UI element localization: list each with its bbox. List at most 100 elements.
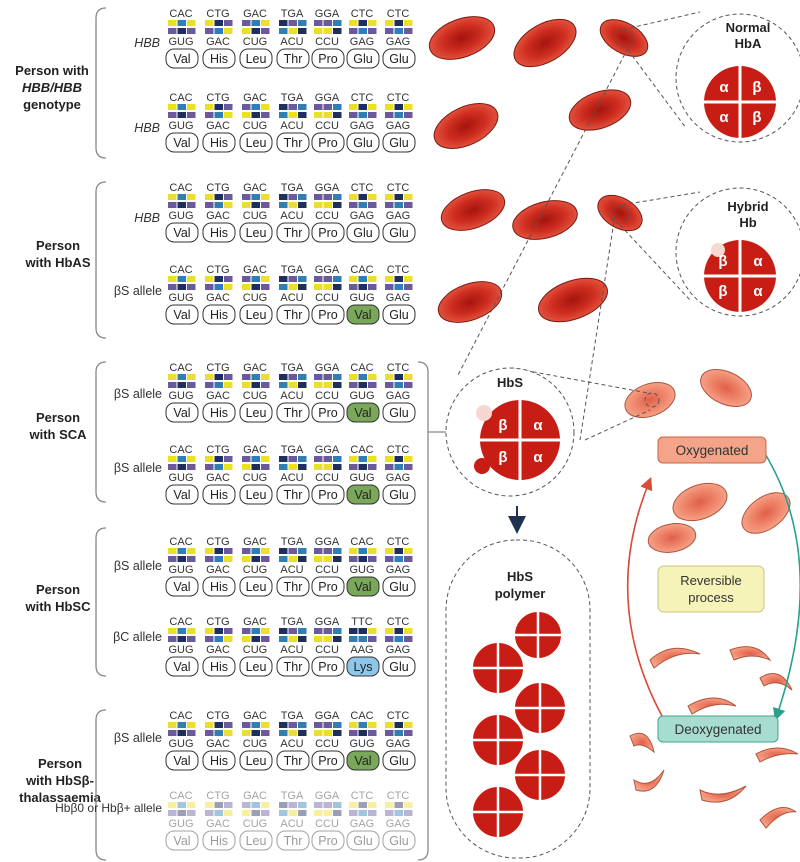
nucleotide-square (333, 556, 342, 562)
nucleotide-square (358, 802, 367, 808)
rna-codon: GAC (206, 738, 230, 750)
allele-label: βC allele (113, 630, 162, 644)
nucleotide-square (314, 628, 323, 634)
nucleotide-square (323, 464, 332, 470)
rna-codon: ACU (280, 210, 303, 222)
rbc (433, 103, 499, 149)
nucleotide-square (242, 548, 251, 554)
amino-acid-pill (311, 750, 345, 771)
nucleotide-square (394, 556, 403, 562)
amino-acid-pill (202, 222, 236, 243)
amino-acid-label: Glu (353, 136, 373, 150)
amino-acid-label: Glu (389, 488, 409, 502)
rna-codon: ACU (280, 818, 303, 830)
nucleotide-square (298, 194, 307, 200)
rna-codon: GAG (386, 738, 410, 750)
dna-codon: CTC (387, 710, 410, 722)
dna-codon: TGA (281, 536, 304, 548)
amino-acid-pill (276, 222, 310, 243)
rbc (513, 18, 577, 68)
nucleotide-square (323, 276, 332, 282)
nucleotide-square (314, 556, 323, 562)
nucleotide-square (323, 202, 332, 208)
nucleotide-square (261, 556, 270, 562)
nucleotide-square (358, 628, 367, 634)
nucleotide-square (168, 104, 177, 110)
svg-text:HBB/HBB: HBB/HBB (22, 80, 82, 95)
nucleotide-square (279, 456, 288, 462)
amino-acid-pill (346, 830, 380, 851)
svg-text:Hb: Hb (739, 215, 756, 230)
nucleotide-square (224, 730, 233, 736)
nucleotide-square (368, 636, 377, 642)
nucleotide-square (242, 722, 251, 728)
nucleotide-square (368, 284, 377, 290)
nucleotide-square (349, 722, 358, 728)
rna-codon: GUG (349, 738, 374, 750)
nucleotide-square (288, 28, 297, 34)
nucleotide-square (358, 464, 367, 470)
nucleotide-square (349, 802, 358, 808)
amino-acid-label: Lys (354, 660, 373, 674)
dna-codon: TGA (281, 790, 304, 802)
amino-acid-label: Pro (318, 580, 338, 594)
amino-acid-label: Val (173, 754, 190, 768)
rbc (647, 523, 697, 553)
svg-text:Deoxygenated: Deoxygenated (674, 722, 761, 737)
allele-row: CACGUGValCTGGACHisGACCUGLeuTGAACUThrGGAC… (165, 790, 416, 851)
nucleotide-square (333, 730, 342, 736)
nucleotide-square (394, 20, 403, 26)
sickle-cell (759, 673, 793, 691)
svg-text:Person: Person (36, 238, 80, 253)
dna-codon: CTC (351, 92, 374, 104)
amino-acid-label: Pro (318, 660, 338, 674)
nucleotide-square (224, 374, 233, 380)
amino-acid-pill (202, 750, 236, 771)
nucleotide-square (279, 810, 288, 816)
dna-codon: CTG (206, 264, 229, 276)
dna-codon: CAC (169, 182, 192, 194)
nucleotide-square (349, 636, 358, 642)
svg-text:α: α (753, 283, 763, 300)
nucleotide-square (298, 730, 307, 736)
amino-acid-pill (239, 402, 273, 423)
nucleotide-square (224, 636, 233, 642)
nucleotide-square (314, 722, 323, 728)
nucleotide-square (187, 548, 196, 554)
nucleotide-square (177, 802, 186, 808)
nucleotide-square (404, 456, 413, 462)
nucleotide-square (177, 284, 186, 290)
nucleotide-square (242, 20, 251, 26)
amino-acid-pill (382, 304, 416, 325)
nucleotide-square (314, 802, 323, 808)
dna-codon: CTC (387, 536, 410, 548)
nucleotide-square (279, 112, 288, 118)
nucleotide-square (261, 802, 270, 808)
nucleotide-square (333, 802, 342, 808)
sickle-cell (699, 785, 747, 803)
amino-acid-label: Pro (318, 754, 338, 768)
nucleotide-square (224, 202, 233, 208)
rna-codon: GUG (168, 292, 193, 304)
dna-codon: CTC (387, 92, 410, 104)
amino-acid-pill (276, 132, 310, 153)
amino-acid-label: Pro (318, 308, 338, 322)
nucleotide-square (177, 28, 186, 34)
nucleotide-square (251, 628, 260, 634)
nucleotide-square (261, 284, 270, 290)
nucleotide-square (298, 382, 307, 388)
dna-codon: GAC (243, 182, 267, 194)
nucleotide-square (242, 730, 251, 736)
nucleotide-square (214, 382, 223, 388)
amino-acid-pill (311, 132, 345, 153)
nucleotide-square (261, 548, 270, 554)
nucleotide-square (187, 730, 196, 736)
nucleotide-square (349, 730, 358, 736)
svg-text:Person: Person (36, 410, 80, 425)
sickle-cell (649, 647, 701, 669)
nucleotide-square (177, 104, 186, 110)
nucleotide-square (404, 104, 413, 110)
nucleotide-square (385, 548, 394, 554)
amino-acid-label: Glu (389, 834, 409, 848)
nucleotide-square (385, 276, 394, 282)
